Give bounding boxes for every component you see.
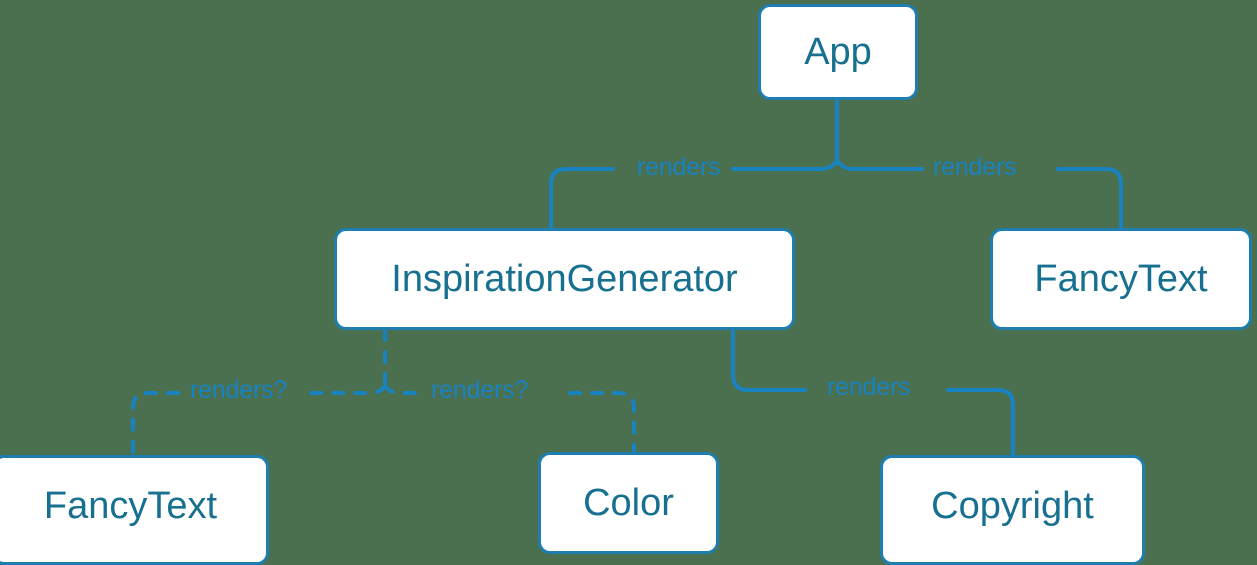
node-copyright-label: Copyright: [931, 485, 1094, 527]
node-fancytext-bottom-label: FancyText: [43, 485, 218, 527]
edge-ig-to-fancytext-bottom-right: [131, 391, 180, 457]
edge-ig-to-fancytext-bottom-left: [308, 384, 387, 395]
edge-label-ig-to-color: renders?: [431, 376, 529, 404]
node-inspiration-generator[interactable]: InspirationGenerator: [334, 228, 795, 330]
edge-label-ig-to-fancytext-bottom: renders?: [190, 376, 288, 404]
edge-label-app-to-inspiration-generator: renders: [637, 153, 721, 181]
edge-ig-to-color-right: [568, 391, 636, 454]
edge-app-to-fancytext-left: [835, 158, 924, 171]
node-app[interactable]: App: [758, 4, 918, 100]
node-color[interactable]: Color: [538, 452, 719, 554]
node-copyright[interactable]: Copyright: [880, 455, 1145, 565]
node-app-label: App: [804, 31, 872, 73]
edge-ig-to-copyright-right: [946, 388, 1015, 457]
edge-label-ig-to-copyright: renders: [827, 373, 911, 401]
node-fancytext-right[interactable]: FancyText: [990, 228, 1252, 330]
node-color-label: Color: [583, 482, 674, 524]
node-fancytext-right-label: FancyText: [1034, 258, 1208, 300]
edge-app-to-inspiration-generator-right: [549, 167, 615, 230]
edge-label-app-to-fancytext-right: renders: [933, 153, 1017, 181]
edge-ig-to-copyright-left: [731, 328, 807, 392]
edge-app-to-fancytext-right: [1056, 167, 1123, 230]
edge-app-to-inspiration-generator-left: [731, 158, 839, 171]
edge-ig-to-color-left: [383, 384, 422, 395]
node-fancytext-bottom[interactable]: FancyText: [0, 455, 269, 565]
node-inspiration-generator-label: InspirationGenerator: [391, 258, 738, 300]
